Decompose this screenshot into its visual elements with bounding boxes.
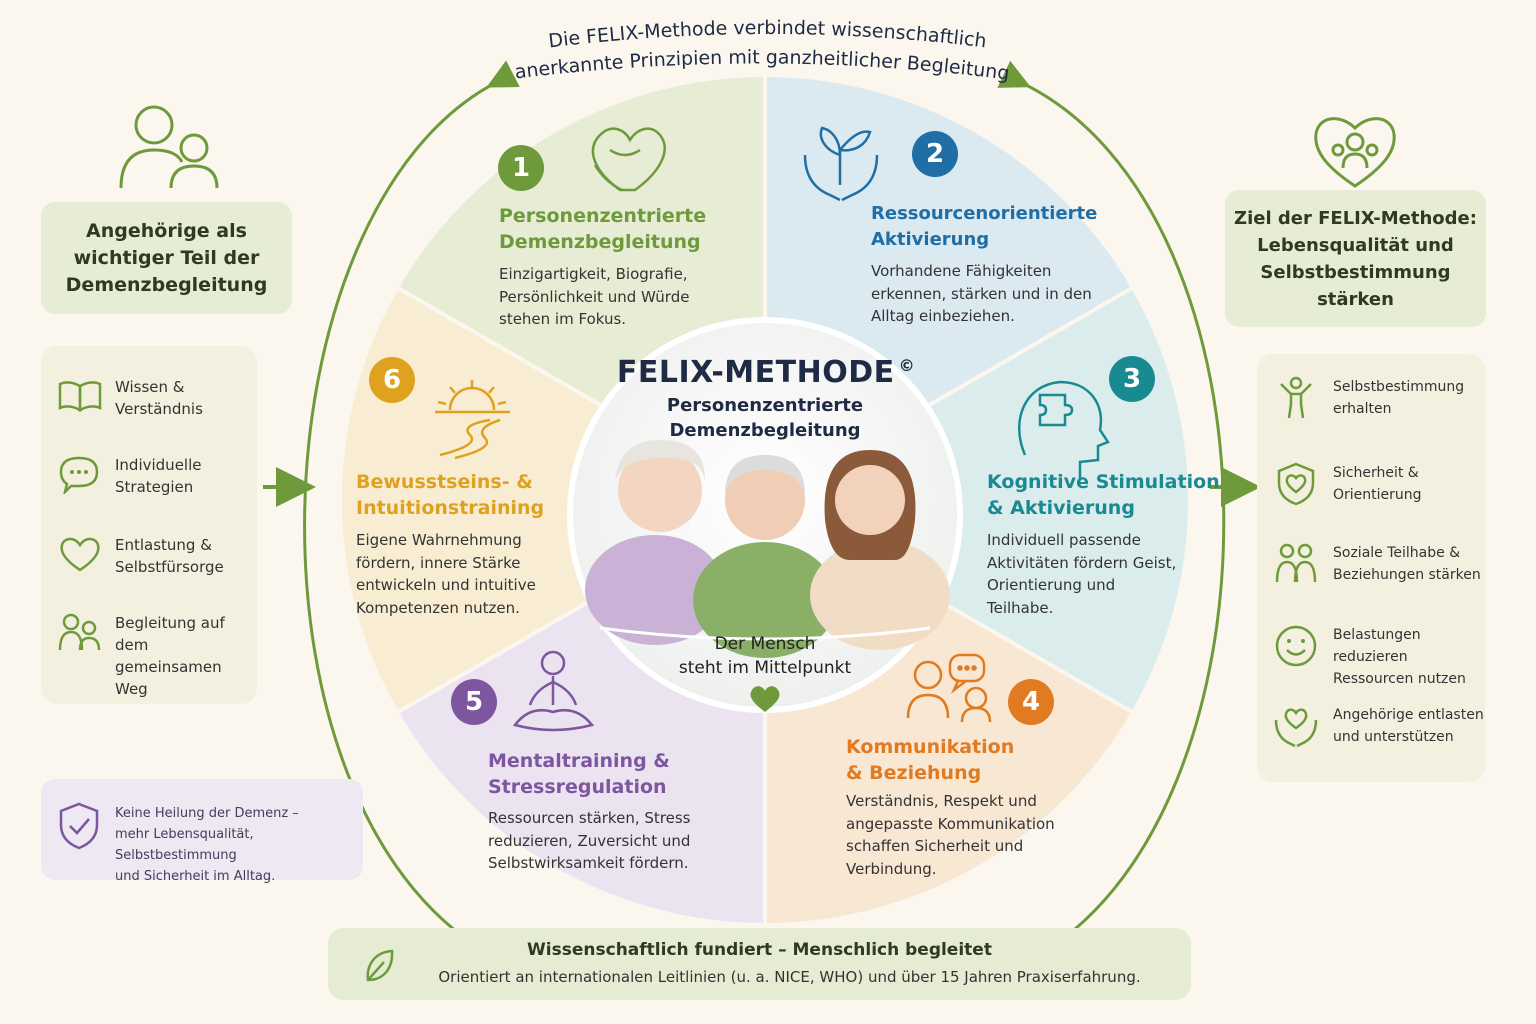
segment-5-number: 5 [451, 679, 497, 725]
segment-2-number: 2 [912, 131, 958, 177]
outer-arc-right [997, 60, 1226, 962]
segment-2-icon [803, 126, 879, 202]
segment-3-icon [1017, 380, 1110, 478]
wheel-segment-3 [761, 284, 1192, 716]
right-item-5-label: Angehörige entlasten und unterstützen [1333, 707, 1484, 745]
segment-6-icon [435, 380, 510, 460]
segment-1-title: Personenzentrierte Demenzbegleitung [499, 205, 707, 253]
right-item-1-label: Selbstbestimmung erhalten [1333, 379, 1465, 417]
list-item: Belastungen reduzieren Ressourcen nutzen [1273, 624, 1485, 690]
segment-4-number: 4 [1008, 679, 1054, 725]
segment-5-description: Ressourcen stärken, Stress reduzieren, Z… [488, 809, 691, 872]
header-line2: anerkannte Prinzipien mit ganzheitlicher… [0, 0, 1011, 85]
center-bottom-text: Der Mensch steht im Mittelpunkt [678, 634, 852, 678]
center-title-text: FELIX-METHODE [616, 355, 895, 390]
list-item: Entlastung & Selbstfürsorge [57, 534, 224, 578]
left-item-3-label: Entlastung & Selbstfürsorge [115, 536, 224, 576]
left-item-1-label: Wissen & Verständnis [115, 378, 203, 418]
outer-arc-left [303, 60, 520, 962]
group-icon [1275, 543, 1317, 583]
segment-2-title: Ressourcenorientierte Aktivierung [871, 203, 1098, 250]
list-item: Angehörige entlasten und unterstützen [1273, 704, 1484, 748]
segment-3-title: Kognitive Stimulation & Aktivierung [987, 471, 1220, 519]
segment-3-number: 3 [1109, 356, 1155, 402]
heart-icon [60, 537, 100, 572]
banner-title: Wissenschaftlich fundiert – Menschlich b… [527, 940, 992, 960]
bottom-banner: Wissenschaftlich fundiert – Menschlich b… [328, 928, 1191, 1000]
list-item: Soziale Teilhabe & Beziehungen stärken [1273, 542, 1481, 586]
center-subtitle: Personenzentrierte Demenzbegleitung [666, 395, 864, 441]
segment-2-description: Vorhandene Fähigkeiten erkennen, stärken… [871, 262, 1092, 325]
book-icon [58, 381, 102, 413]
svg-text:anerkannte Prinzipien mit ganz: anerkannte Prinzipien mit ganzheitlicher… [0, 0, 1011, 85]
list-item: Wissen & Verständnis [57, 376, 203, 420]
shield-check-icon [59, 802, 99, 850]
leaf-icon [366, 949, 394, 982]
right-panel-title-box: Ziel der FELIX-Methode: Lebensqualität u… [1225, 190, 1486, 327]
segment-1-icon [591, 127, 666, 192]
shield-heart-icon [1277, 462, 1315, 506]
segment-4-icon [906, 653, 992, 723]
segment-5-title: Mentaltraining & Stressregulation [488, 750, 670, 798]
heart-family-icon [1314, 117, 1396, 188]
family-icon [119, 105, 219, 189]
list-item: Individuelle Strategien [57, 454, 201, 498]
wheel-segment-6 [338, 284, 770, 716]
left-panel-title: Angehörige als wichtiger Teil der Demenz… [65, 219, 268, 296]
right-item-3-label: Soziale Teilhabe & Beziehungen stärken [1333, 545, 1481, 583]
left-item-2-label: Individuelle Strategien [115, 456, 202, 496]
copyright-mark: © [898, 356, 916, 375]
list-item: Selbstbestimmung erhalten [1273, 376, 1464, 420]
segment-1-description: Einzigartigkeit, Biografie, Persönlichke… [499, 265, 690, 328]
segment-5-icon [512, 650, 595, 732]
segment-6-number: 6 [369, 357, 415, 403]
center-heart-icon [750, 686, 780, 712]
left-panel-list: Wissen & Verständnis Individuelle Strate… [41, 346, 257, 704]
segment-6-description: Eigene Wahrnehmung fördern, innere Stärk… [356, 531, 536, 617]
segment-1-number: 1 [498, 145, 544, 191]
smiley-icon [1275, 625, 1317, 667]
list-item: Begleitung auf dem gemeinsamen Weg [57, 612, 257, 700]
right-item-4-label: Belastungen reduzieren Ressourcen nutzen [1333, 627, 1466, 687]
banner-text: Orientiert an internationalen Leitlinien… [438, 968, 1141, 986]
people-icon [58, 613, 101, 651]
chat-bubble-icon [59, 456, 99, 494]
segment-3-description: Individuell passende Aktivitäten fördern… [987, 531, 1177, 617]
segment-4-title: Kommunikation & Beziehung [846, 736, 1015, 784]
right-panel-title: Ziel der FELIX-Methode: Lebensqualität u… [1234, 207, 1477, 310]
left-panel-title-box: Angehörige als wichtiger Teil der Demenz… [41, 202, 292, 314]
note-box: Keine Heilung der Demenz – mehr Lebensqu… [41, 779, 363, 884]
right-panel-list: Selbstbestimmung erhalten Sicherheit & O… [1257, 354, 1485, 782]
center-title: FELIX-METHODE© [580, 355, 952, 390]
list-item: Sicherheit & Orientierung [1273, 462, 1422, 506]
note-text: Keine Heilung der Demenz – mehr Lebensqu… [115, 806, 299, 884]
segment-4-description: Verständnis, Respekt und angepasste Komm… [846, 792, 1055, 878]
segment-6-title: Bewusstseins- & Intuitionstraining [356, 471, 545, 519]
person-arms-up-icon [1280, 376, 1312, 419]
right-item-2-label: Sicherheit & Orientierung [1333, 465, 1422, 503]
people-illustration [585, 440, 950, 658]
heart-hands-icon [1274, 708, 1318, 748]
left-item-4-label: Begleitung auf dem gemeinsamen Weg [115, 614, 225, 698]
